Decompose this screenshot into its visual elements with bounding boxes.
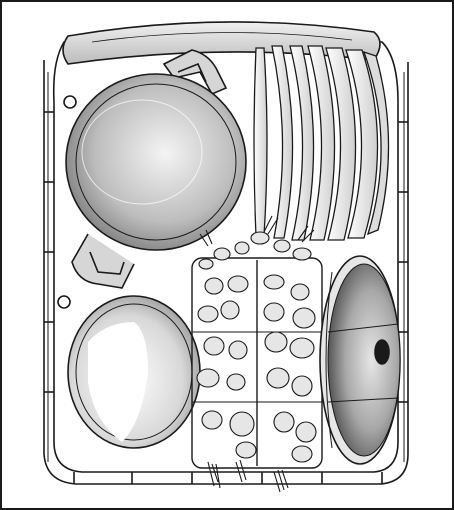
bowl-icon (67, 295, 201, 449)
plate-stack-icon (253, 45, 390, 241)
cutlery-basket-icon (191, 215, 323, 493)
basket-rack-icon (43, 41, 409, 485)
pot-icon (65, 49, 247, 289)
pot-lid-icon (319, 255, 401, 465)
